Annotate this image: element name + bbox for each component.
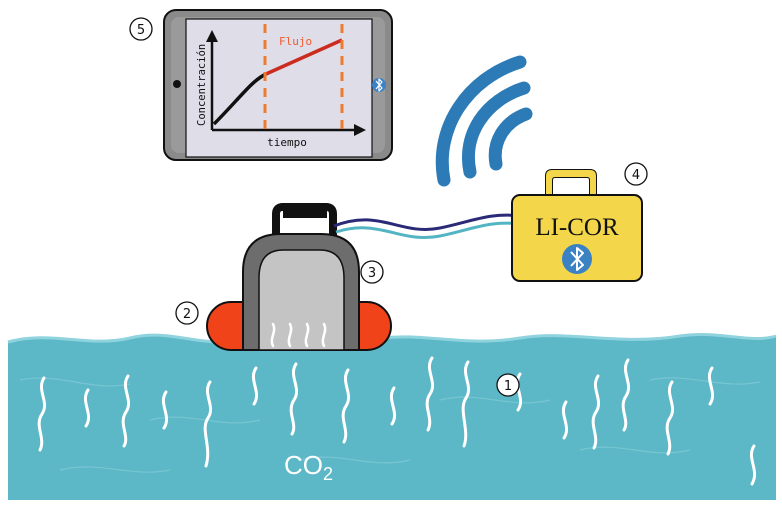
gas-tubes bbox=[333, 213, 521, 239]
wireless-signal-icon bbox=[435, 55, 533, 187]
callout-1-text: 1 bbox=[504, 379, 512, 394]
licor-analyzer: LI-COR bbox=[511, 169, 643, 282]
tablet-chart: Flujo Concentración tiempo bbox=[196, 24, 366, 149]
svg-text:CO2: CO2 bbox=[284, 450, 333, 484]
callout-2-text: 2 bbox=[183, 307, 191, 322]
x-axis-label: tiempo bbox=[267, 136, 307, 149]
flux-line bbox=[265, 38, 343, 76]
y-axis-label: Concentración bbox=[196, 44, 208, 126]
tablet-device: Flujo Concentración tiempo bbox=[163, 9, 393, 161]
callout-4-text: 4 bbox=[632, 168, 640, 183]
co2-label: CO2 bbox=[284, 450, 333, 484]
callout-1: 1 bbox=[496, 373, 520, 397]
callout-3-text: 3 bbox=[368, 266, 376, 281]
callout-5: 5 bbox=[129, 17, 153, 41]
flux-chamber bbox=[242, 203, 360, 351]
flux-label: Flujo bbox=[279, 35, 312, 48]
co2-label-main: CO bbox=[284, 450, 323, 480]
co2-label-sub: 2 bbox=[323, 464, 333, 484]
callout-5-text: 5 bbox=[137, 23, 145, 38]
tablet-bluetooth-icon bbox=[372, 78, 386, 92]
licor-brand-label: LI-COR bbox=[535, 214, 619, 241]
tablet-camera bbox=[173, 80, 181, 88]
analyzer-bluetooth-icon bbox=[562, 244, 592, 274]
gas-wisps bbox=[37, 356, 757, 486]
callout-2: 2 bbox=[175, 301, 199, 325]
callout-4: 4 bbox=[624, 162, 648, 186]
callout-3: 3 bbox=[360, 260, 384, 284]
